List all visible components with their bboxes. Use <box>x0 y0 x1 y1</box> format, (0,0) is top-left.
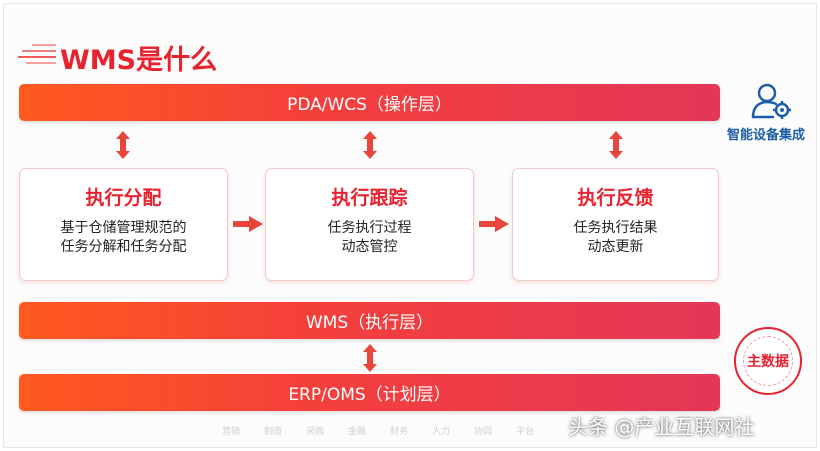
footer-tabs: 营销 制造 采购 金融 财务 人力 协同 平台 <box>222 424 534 437</box>
user-gear-icon <box>751 83 791 119</box>
bar-operation-layer: PDA/WCS（操作层） <box>19 84 720 121</box>
box-line: 动态管控 <box>341 239 398 255</box>
double-arrow-icon <box>363 344 377 372</box>
footer-tab: 采购 <box>306 427 325 437</box>
box-line: 任务执行结果 <box>573 220 658 236</box>
box-title: 执行跟踪 <box>331 187 408 209</box>
box-line: 任务执行过程 <box>327 220 412 236</box>
footer-tab: 人力 <box>432 427 451 437</box>
footer-tab: 协同 <box>474 427 493 437</box>
bar-planning-layer: ERP/OMS（计划层） <box>19 374 720 411</box>
footer-tab: 金融 <box>348 427 367 437</box>
master-data-label: 主数据 <box>747 354 789 370</box>
box-line: 任务分解和任务分配 <box>60 239 187 255</box>
footer-tab: 制造 <box>264 427 283 437</box>
box-line: 动态更新 <box>587 239 644 255</box>
box-execution-tracking: 执行跟踪 任务执行过程 动态管控 <box>265 168 474 281</box>
page-title: WMS是什么 <box>60 45 218 76</box>
master-data-badge: 主数据 <box>734 327 802 395</box>
box-execution-feedback: 执行反馈 任务执行结果 动态更新 <box>512 168 719 281</box>
watermark: 头条 @产业互联网社 <box>568 415 755 439</box>
right-arrow-icon <box>479 216 509 232</box>
bar-execution-layer: WMS（执行层） <box>19 302 720 339</box>
box-title: 执行分配 <box>85 187 162 209</box>
footer-tab: 平台 <box>516 427 535 437</box>
speed-lines-icon <box>18 44 56 64</box>
footer-tab: 财务 <box>390 427 409 437</box>
box-line: 基于仓储管理规范的 <box>60 220 187 236</box>
double-arrow-icon <box>609 131 623 159</box>
right-arrow-icon <box>233 216 263 232</box>
device-integration-label: 智能设备集成 <box>726 128 805 143</box>
double-arrow-icon <box>363 131 377 159</box>
box-title: 执行反馈 <box>577 187 654 209</box>
double-arrow-icon <box>116 131 130 159</box>
footer-tab: 营销 <box>222 427 241 437</box>
badge-ring <box>743 336 793 386</box>
box-execution-allocation: 执行分配 基于仓储管理规范的 任务分解和任务分配 <box>19 168 228 281</box>
